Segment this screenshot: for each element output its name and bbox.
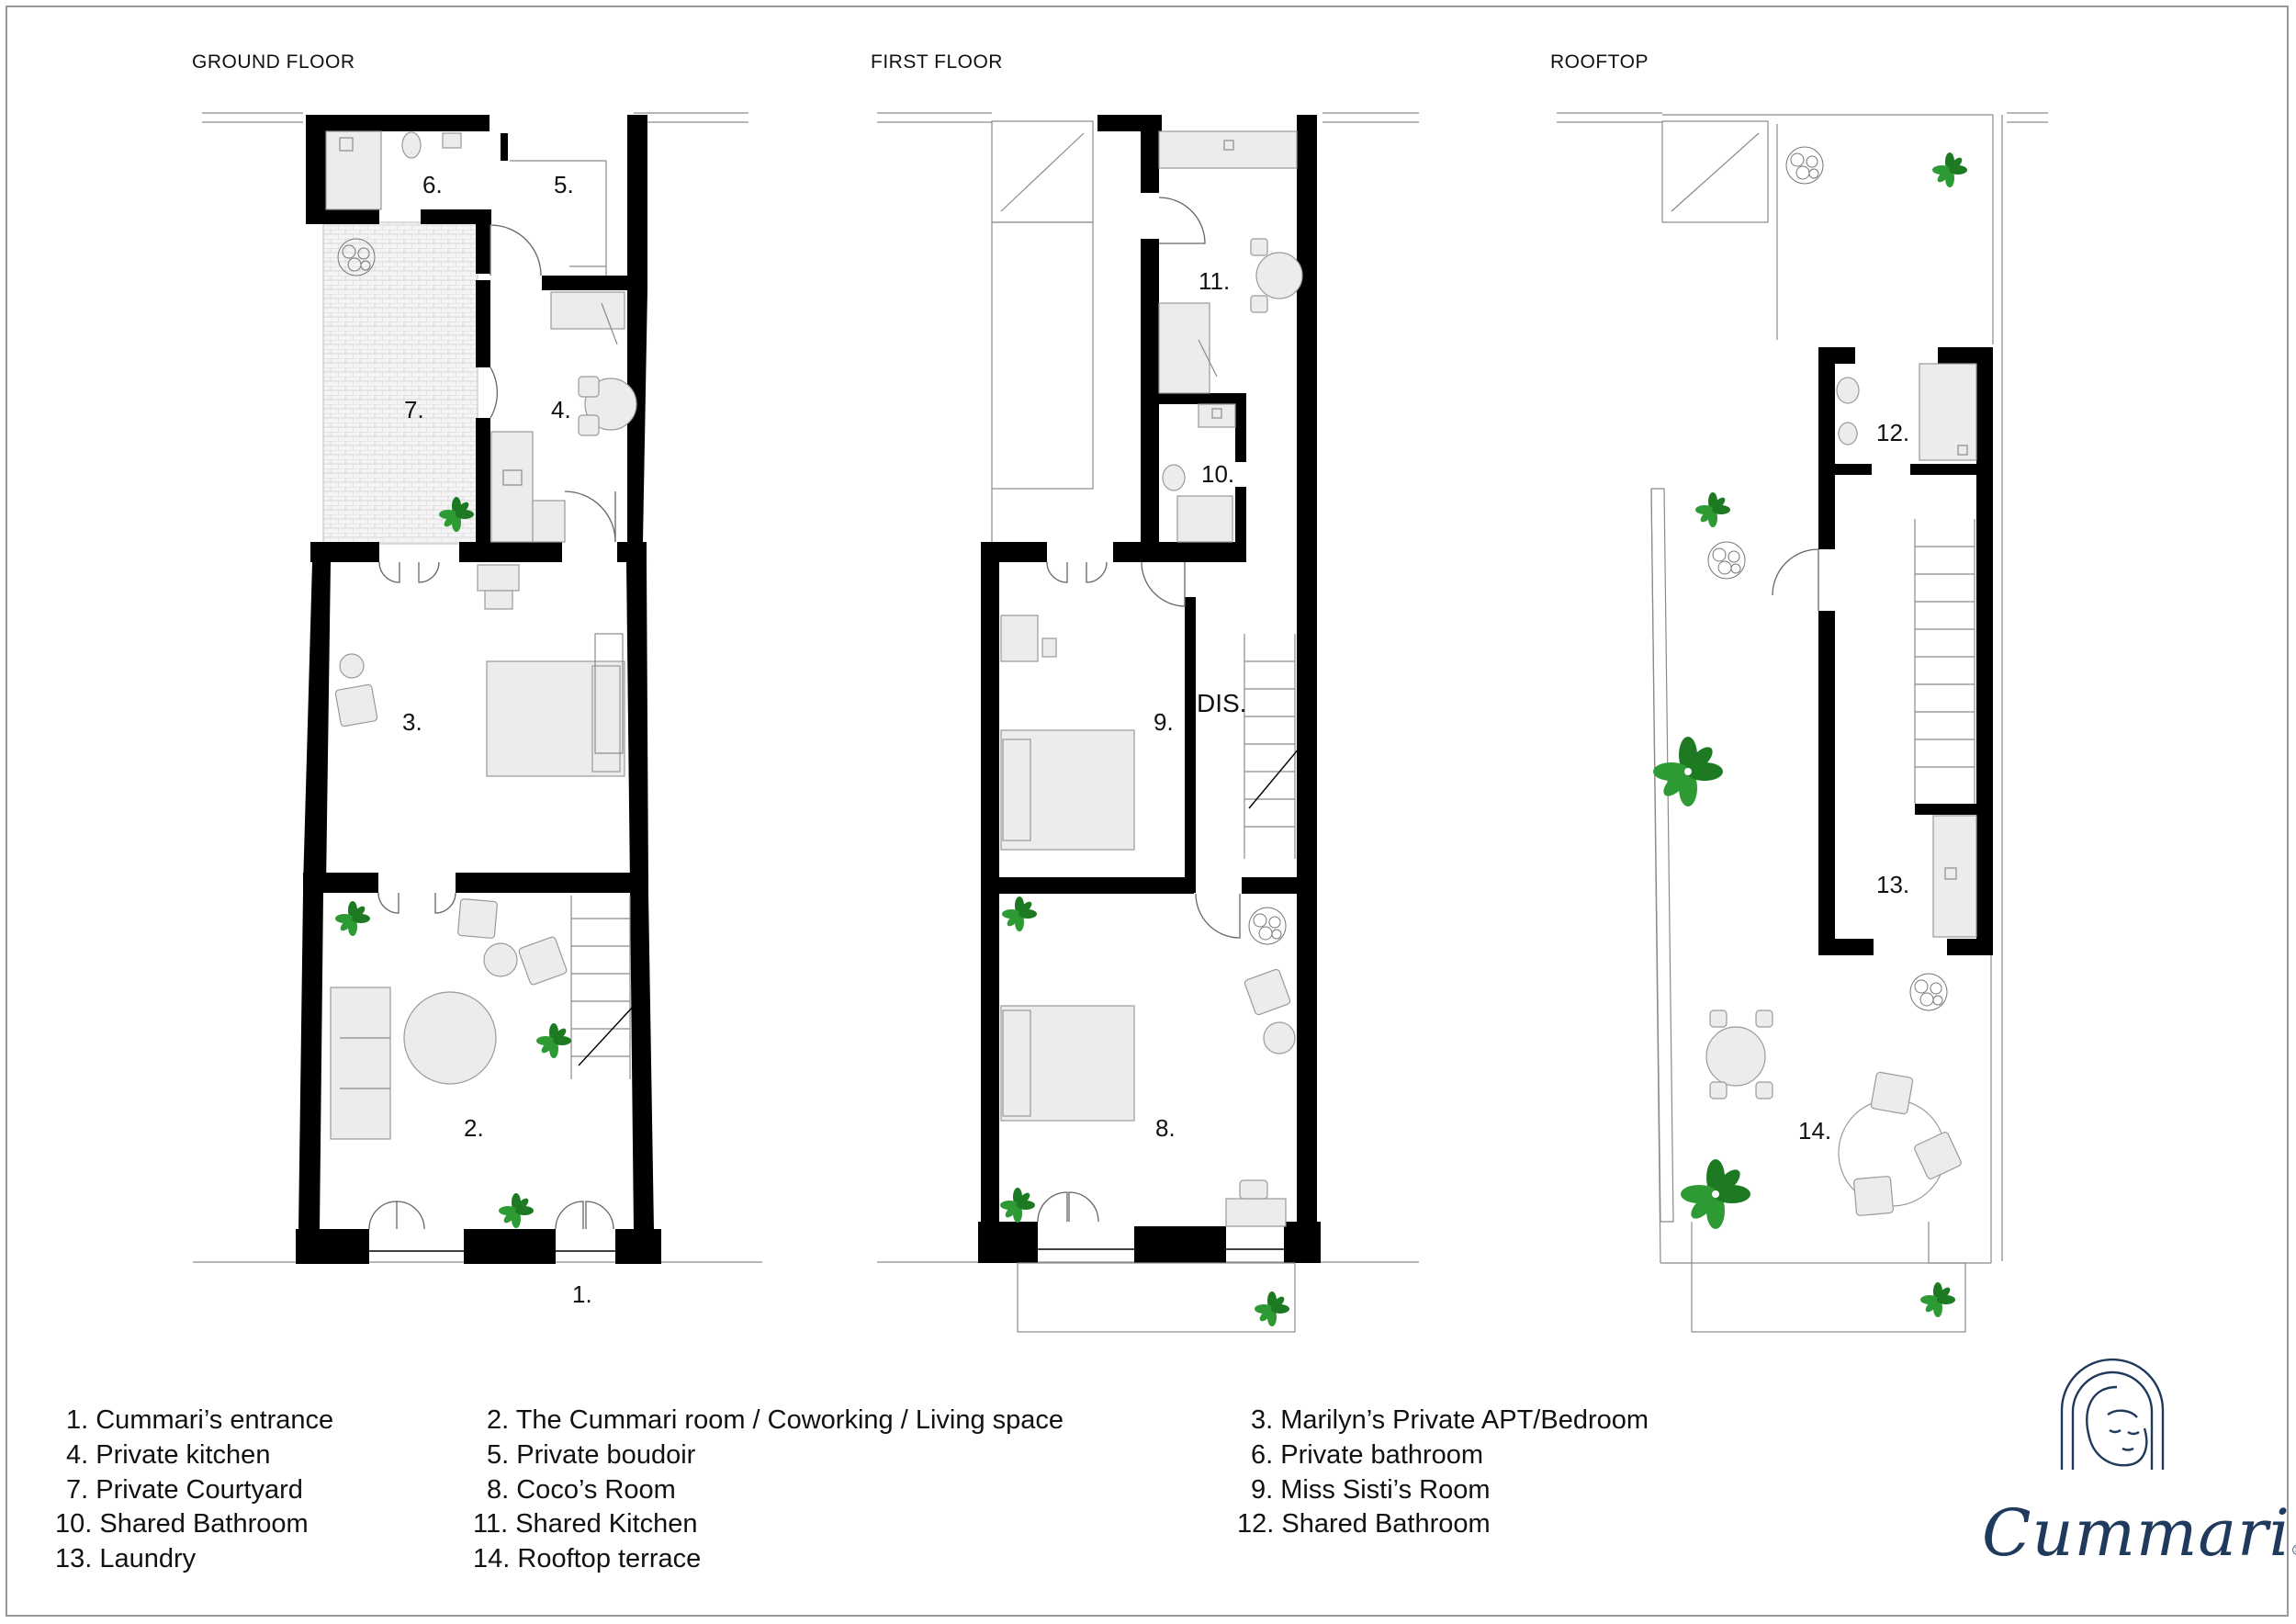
legend-item: 4. Private kitchen	[66, 1440, 271, 1470]
rooftop-title: ROOFTOP	[1550, 51, 1649, 73]
legend-item: 3. Marilyn’s Private APT/Bedroom	[1251, 1405, 1649, 1435]
brand-name-text: Cummari	[1982, 1495, 2290, 1571]
room-7-label: 7.	[404, 396, 424, 423]
legend-item: 10. Shared Bathroom	[55, 1509, 309, 1539]
room-12-label: 12.	[1876, 419, 1909, 446]
brand-wordmark: Cummari®	[1982, 1495, 2296, 1571]
room-10-label: 10.	[1201, 460, 1234, 488]
dis-label: DIS.	[1197, 689, 1246, 717]
legend-item: 2. The Cummari room / Coworking / Living…	[487, 1405, 1064, 1435]
legend-item: 6. Private bathroom	[1251, 1440, 1484, 1470]
legend-item: 8. Coco’s Room	[487, 1475, 676, 1505]
room-13-label: 13.	[1876, 871, 1909, 898]
room-5-label: 5.	[554, 171, 574, 198]
legend-item: 9. Miss Sisti’s Room	[1251, 1475, 1491, 1505]
room-11-label: 11.	[1199, 267, 1230, 295]
legend-item: 14. Rooftop terrace	[473, 1544, 702, 1573]
room-9-label: 9.	[1154, 708, 1174, 736]
room-3-label: 3.	[402, 708, 422, 736]
room-8-label: 8.	[1155, 1114, 1176, 1142]
room-4-label: 4.	[551, 396, 571, 423]
room-2-label: 2.	[464, 1114, 484, 1142]
legend-item: 13. Laundry	[55, 1544, 197, 1573]
legend-item: 11. Shared Kitchen	[473, 1509, 698, 1539]
room-1-label: 1.	[572, 1280, 592, 1308]
room-14-label: 14.	[1798, 1117, 1831, 1145]
legend-item: 7. Private Courtyard	[66, 1475, 303, 1505]
legend-item: 5. Private boudoir	[487, 1440, 696, 1470]
page-border	[6, 6, 2289, 1617]
legend-item: 12. Shared Bathroom	[1237, 1509, 1491, 1539]
room-6-label: 6.	[422, 171, 443, 198]
cummari-logo-icon	[2060, 1358, 2165, 1470]
first-floor-plan	[877, 112, 1419, 1333]
first-floor-title: FIRST FLOOR	[871, 51, 1003, 73]
ground-floor-plan	[193, 112, 762, 1264]
legend-item: 1. Cummari’s entrance	[66, 1405, 334, 1435]
ground-floor-title: GROUND FLOOR	[192, 51, 355, 73]
registered-mark: ®	[2290, 1541, 2296, 1559]
rooftop-plan	[1557, 112, 2048, 1333]
